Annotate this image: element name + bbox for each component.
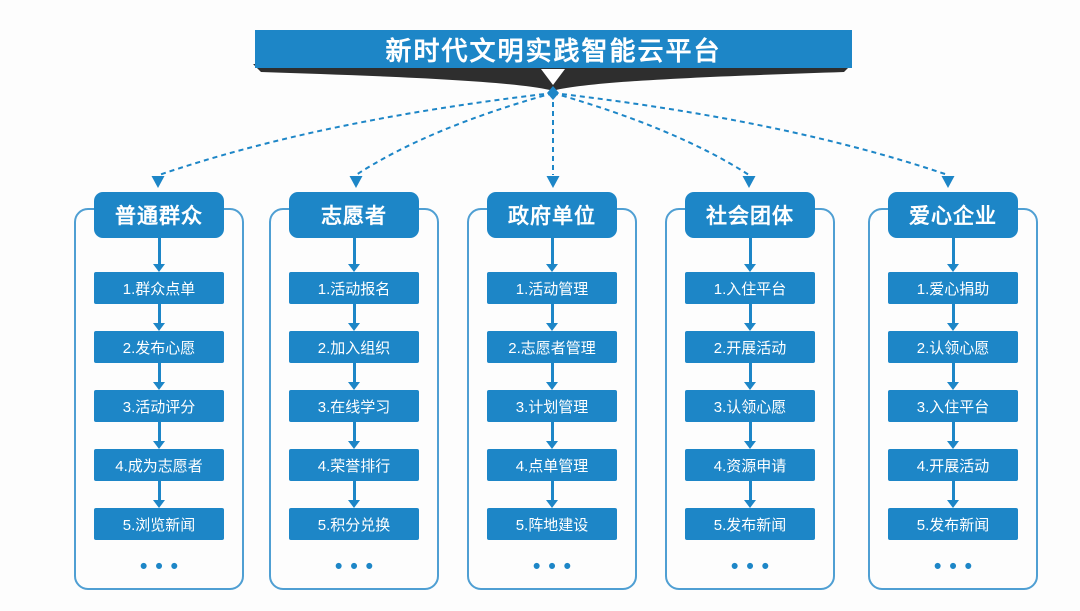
column-volunteers: 志愿者 1.活动报名 2.加入组织 3.在线学习 4.荣誉排行 5.积分兑换 •… bbox=[269, 192, 439, 590]
flow-step: 4.点单管理 bbox=[487, 449, 617, 481]
column-header: 普通群众 bbox=[94, 192, 224, 238]
platform-title-banner: 新时代文明实践智能云平台 bbox=[255, 30, 852, 68]
column-header: 志愿者 bbox=[289, 192, 419, 238]
flow-step: 2.发布心愿 bbox=[94, 331, 224, 363]
down-arrow-icon bbox=[546, 422, 558, 449]
down-arrow-icon bbox=[744, 363, 756, 390]
column-header: 政府单位 bbox=[487, 192, 617, 238]
down-arrow-icon bbox=[348, 363, 360, 390]
flow-step: 3.计划管理 bbox=[487, 390, 617, 422]
flow-step: 1.活动管理 bbox=[487, 272, 617, 304]
flow-step: 4.资源申请 bbox=[685, 449, 815, 481]
down-arrow-icon bbox=[947, 481, 959, 508]
flow-step: 1.群众点单 bbox=[94, 272, 224, 304]
flow-step: 3.活动评分 bbox=[94, 390, 224, 422]
down-arrow-icon bbox=[541, 69, 565, 85]
flow-step: 5.阵地建设 bbox=[487, 508, 617, 540]
ellipsis-more: ••• bbox=[139, 555, 187, 578]
down-arrow-icon bbox=[348, 304, 360, 331]
flow-step: 2.认领心愿 bbox=[888, 331, 1018, 363]
down-arrow-icon bbox=[546, 238, 558, 272]
ellipsis-more: ••• bbox=[933, 555, 981, 578]
column-header: 社会团体 bbox=[685, 192, 815, 238]
connector-curve-4 bbox=[552, 92, 750, 176]
down-arrow-icon bbox=[153, 422, 165, 449]
down-arrow-icon bbox=[546, 481, 558, 508]
down-arrow-icon bbox=[947, 304, 959, 331]
column-caring-enterprises: 爱心企业 1.爱心捐助 2.认领心愿 3.入住平台 4.开展活动 5.发布新闻 … bbox=[868, 192, 1038, 590]
hub-point bbox=[547, 86, 559, 100]
connector-curve-5 bbox=[552, 92, 949, 176]
down-arrow-icon bbox=[546, 363, 558, 390]
connector-arrowhead-3 bbox=[546, 176, 560, 188]
platform-title: 新时代文明实践智能云平台 bbox=[385, 35, 722, 66]
flow-step: 5.发布新闻 bbox=[888, 508, 1018, 540]
ellipsis-more: ••• bbox=[334, 555, 382, 578]
down-arrow-icon bbox=[348, 481, 360, 508]
down-arrow-icon bbox=[744, 422, 756, 449]
down-arrow-icon bbox=[348, 422, 360, 449]
down-arrow-icon bbox=[153, 304, 165, 331]
down-arrow-icon bbox=[744, 304, 756, 331]
ellipsis-more: ••• bbox=[532, 555, 580, 578]
connector-arrowhead-1 bbox=[151, 176, 165, 188]
column-general-public: 普通群众 1.群众点单 2.发布心愿 3.活动评分 4.成为志愿者 5.浏览新闻… bbox=[74, 192, 244, 590]
flow-step: 3.在线学习 bbox=[289, 390, 419, 422]
connector-arrowhead-5 bbox=[941, 176, 955, 188]
flow-step: 1.爱心捐助 bbox=[888, 272, 1018, 304]
column-social-groups: 社会团体 1.入住平台 2.开展活动 3.认领心愿 4.资源申请 5.发布新闻 … bbox=[665, 192, 835, 590]
column-header: 爱心企业 bbox=[888, 192, 1018, 238]
down-arrow-icon bbox=[153, 481, 165, 508]
flow-step: 5.发布新闻 bbox=[685, 508, 815, 540]
down-arrow-icon bbox=[947, 238, 959, 272]
flow-step: 2.加入组织 bbox=[289, 331, 419, 363]
down-arrow-icon bbox=[546, 304, 558, 331]
flow-step: 4.成为志愿者 bbox=[94, 449, 224, 481]
flow-step: 3.入住平台 bbox=[888, 390, 1018, 422]
down-arrow-icon bbox=[348, 238, 360, 272]
flow-step: 4.开展活动 bbox=[888, 449, 1018, 481]
flow-step: 2.开展活动 bbox=[685, 331, 815, 363]
down-arrow-icon bbox=[744, 238, 756, 272]
down-arrow-icon bbox=[153, 363, 165, 390]
ribbon-shape bbox=[253, 64, 852, 93]
ellipsis-more: ••• bbox=[730, 555, 778, 578]
flow-step: 1.入住平台 bbox=[685, 272, 815, 304]
down-arrow-icon bbox=[947, 422, 959, 449]
connector-curve-1 bbox=[158, 92, 554, 176]
down-arrow-icon bbox=[153, 238, 165, 272]
flow-step: 4.荣誉排行 bbox=[289, 449, 419, 481]
flow-step: 5.浏览新闻 bbox=[94, 508, 224, 540]
flow-step: 2.志愿者管理 bbox=[487, 331, 617, 363]
flow-step: 5.积分兑换 bbox=[289, 508, 419, 540]
connector-curve-2 bbox=[355, 92, 554, 176]
flow-step: 1.活动报名 bbox=[289, 272, 419, 304]
connector-arrowhead-2 bbox=[349, 176, 363, 188]
connector-arrowhead-4 bbox=[742, 176, 756, 188]
column-government: 政府单位 1.活动管理 2.志愿者管理 3.计划管理 4.点单管理 5.阵地建设… bbox=[467, 192, 637, 590]
down-arrow-icon bbox=[947, 363, 959, 390]
flow-step: 3.认领心愿 bbox=[685, 390, 815, 422]
down-arrow-icon bbox=[744, 481, 756, 508]
